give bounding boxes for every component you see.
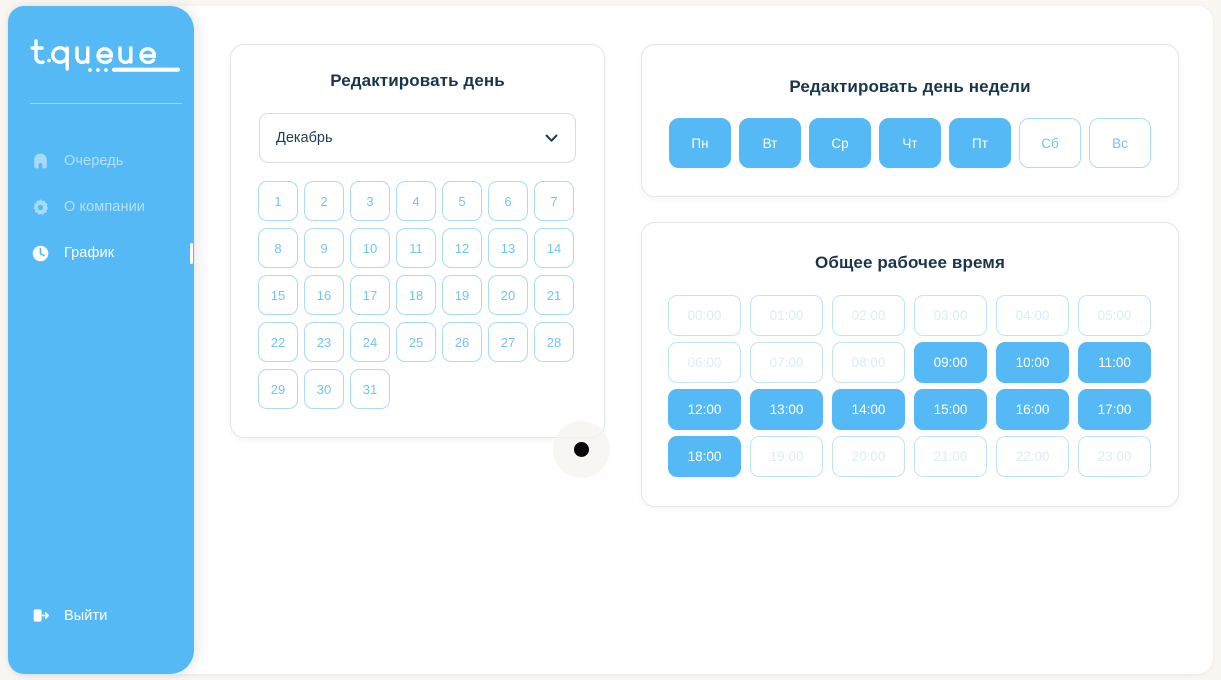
gear-icon [31, 198, 50, 217]
day-cell[interactable]: 28 [534, 322, 574, 362]
day-cell[interactable]: 14 [534, 228, 574, 268]
working-hours-title: Общее рабочее время [815, 253, 1005, 272]
active-indicator [190, 243, 193, 264]
hour-cell[interactable]: 06:00 [668, 342, 741, 383]
day-cell[interactable]: 6 [488, 181, 528, 221]
hour-cell[interactable]: 02:00 [832, 295, 905, 336]
clock-icon [31, 244, 50, 263]
day-cell[interactable]: 13 [488, 228, 528, 268]
day-cell[interactable]: 30 [304, 369, 344, 409]
edit-weekday-title: Редактировать день недели [789, 77, 1031, 96]
hour-cell[interactable]: 05:00 [1078, 295, 1151, 336]
edit-day-title: Редактировать день [330, 71, 505, 90]
hour-cell[interactable]: 16:00 [996, 389, 1069, 430]
weekday-cell[interactable]: Пн [669, 118, 731, 168]
hour-cell[interactable]: 17:00 [1078, 389, 1151, 430]
logout-icon [31, 606, 50, 625]
day-cell[interactable]: 25 [396, 322, 436, 362]
logout-label: Выйти [64, 607, 108, 624]
month-select-value: Декабрь [276, 130, 333, 146]
day-cell[interactable]: 23 [304, 322, 344, 362]
day-cell[interactable]: 26 [442, 322, 482, 362]
day-cell[interactable]: 29 [258, 369, 298, 409]
hour-cell[interactable]: 15:00 [914, 389, 987, 430]
day-cell[interactable]: 2 [304, 181, 344, 221]
day-cell[interactable]: 12 [442, 228, 482, 268]
sidebar-item-label: Очередь [64, 153, 124, 169]
cursor-dot [574, 442, 589, 457]
hour-cell[interactable]: 08:00 [832, 342, 905, 383]
hour-cell[interactable]: 21:00 [914, 436, 987, 477]
hour-cell[interactable]: 09:00 [914, 342, 987, 383]
hour-cell[interactable]: 18:00 [668, 436, 741, 477]
hour-cell[interactable]: 00:00 [668, 295, 741, 336]
sidebar-nav: Очередь О компании Гра [8, 138, 194, 276]
home-icon [31, 152, 50, 171]
sidebar-item-label: График [64, 245, 115, 261]
day-cell[interactable]: 10 [350, 228, 390, 268]
hour-cell[interactable]: 19:00 [750, 436, 823, 477]
hour-cell[interactable]: 20:00 [832, 436, 905, 477]
hour-cell[interactable]: 12:00 [668, 389, 741, 430]
day-cell[interactable]: 19 [442, 275, 482, 315]
weekday-cell[interactable]: Чт [879, 118, 941, 168]
month-select[interactable]: Декабрь [259, 113, 576, 163]
day-cell[interactable]: 21 [534, 275, 574, 315]
day-cell[interactable]: 24 [350, 322, 390, 362]
weekday-cell[interactable]: Сб [1019, 118, 1081, 168]
sidebar-item-queue[interactable]: Очередь [8, 138, 194, 184]
day-cell[interactable]: 17 [350, 275, 390, 315]
weekday-cell[interactable]: Ср [809, 118, 871, 168]
day-cell[interactable]: 20 [488, 275, 528, 315]
sidebar-item-schedule[interactable]: График [8, 230, 194, 276]
hour-cell[interactable]: 04:00 [996, 295, 1069, 336]
day-cell[interactable]: 9 [304, 228, 344, 268]
day-cell[interactable]: 31 [350, 369, 390, 409]
hour-cell[interactable]: 22:00 [996, 436, 1069, 477]
weekday-cell[interactable]: Вт [739, 118, 801, 168]
app-logo [30, 36, 182, 80]
day-cell[interactable]: 27 [488, 322, 528, 362]
day-cell[interactable]: 7 [534, 181, 574, 221]
logout-button[interactable]: Выйти [31, 606, 107, 625]
day-cell[interactable]: 8 [258, 228, 298, 268]
hour-cell[interactable]: 03:00 [914, 295, 987, 336]
hour-cell[interactable]: 10:00 [996, 342, 1069, 383]
day-cell[interactable]: 4 [396, 181, 436, 221]
sidebar-item-label: О компании [64, 199, 145, 215]
hour-cell[interactable]: 11:00 [1078, 342, 1151, 383]
day-cell[interactable]: 15 [258, 275, 298, 315]
chevron-down-icon [543, 130, 560, 147]
weekday-cell[interactable]: Пт [949, 118, 1011, 168]
day-cell[interactable]: 1 [258, 181, 298, 221]
hour-cell[interactable]: 07:00 [750, 342, 823, 383]
hour-cell[interactable]: 14:00 [832, 389, 905, 430]
day-cell[interactable]: 11 [396, 228, 436, 268]
day-cell[interactable]: 5 [442, 181, 482, 221]
day-cell[interactable]: 16 [304, 275, 344, 315]
sidebar-divider [30, 103, 182, 104]
weekday-cell[interactable]: Вс [1089, 118, 1151, 168]
hour-cell[interactable]: 01:00 [750, 295, 823, 336]
sidebar-item-about[interactable]: О компании [8, 184, 194, 230]
hour-cell[interactable]: 23:00 [1078, 436, 1151, 477]
day-cell[interactable]: 22 [258, 322, 298, 362]
sidebar: Очередь О компании Гра [8, 6, 194, 674]
hour-cell[interactable]: 13:00 [750, 389, 823, 430]
day-cell[interactable]: 3 [350, 181, 390, 221]
day-cell[interactable]: 18 [396, 275, 436, 315]
